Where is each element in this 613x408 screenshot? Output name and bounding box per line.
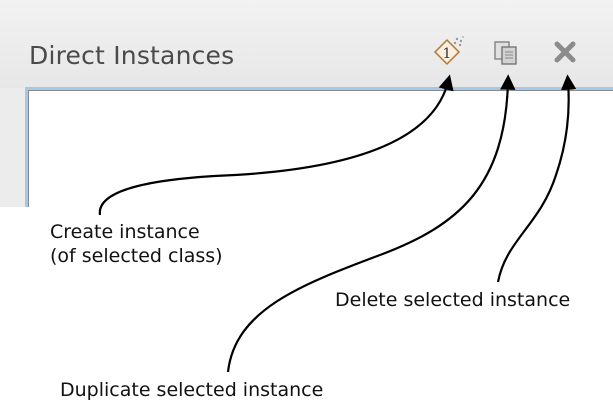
delete-instance-callout: Delete selected instance bbox=[335, 289, 571, 311]
duplicate-instance-icon bbox=[494, 41, 517, 65]
svg-text:1: 1 bbox=[443, 46, 452, 62]
create-callout-line2: (of selected class) bbox=[50, 245, 223, 267]
delete-instance-button[interactable] bbox=[548, 34, 582, 68]
instances-list[interactable] bbox=[25, 87, 613, 207]
delete-instance-icon bbox=[554, 41, 576, 63]
panel-header: Direct Instances 1 bbox=[0, 0, 613, 88]
instances-list-frame bbox=[28, 90, 613, 207]
duplicate-instance-button[interactable] bbox=[489, 34, 523, 68]
create-callout-line1: Create instance bbox=[50, 221, 200, 243]
create-instance-button[interactable]: 1 bbox=[431, 34, 465, 68]
create-instance-icon: 1 bbox=[433, 36, 464, 66]
create-instance-callout: Create instance (of selected class) bbox=[50, 220, 223, 268]
direct-instances-panel: Direct Instances 1 bbox=[0, 0, 613, 207]
panel-title: Direct Instances bbox=[29, 41, 235, 70]
duplicate-instance-callout: Duplicate selected instance bbox=[60, 379, 324, 401]
